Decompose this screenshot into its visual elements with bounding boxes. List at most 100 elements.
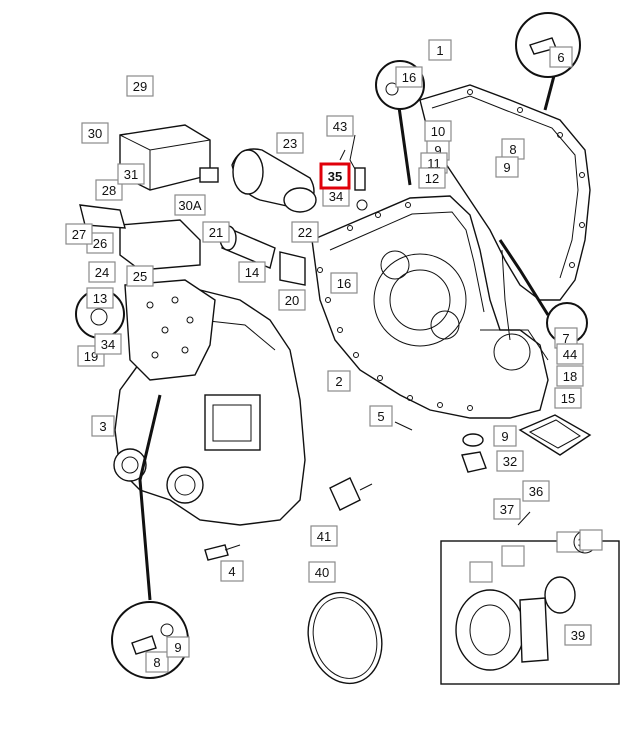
svg-text:36: 36: [529, 484, 543, 499]
valve-block: [124, 279, 216, 381]
svg-text:9: 9: [174, 640, 181, 655]
svg-text:31: 31: [124, 167, 138, 182]
label-15: 15: [554, 387, 582, 409]
svg-text:3: 3: [99, 419, 106, 434]
label-30a: 30A: [174, 194, 206, 216]
svg-text:4: 4: [228, 564, 235, 579]
svg-text:8: 8: [153, 655, 160, 670]
svg-text:10: 10: [431, 124, 445, 139]
label-40: 40: [308, 561, 336, 583]
filter: [231, 148, 317, 213]
callout-line-6: [543, 71, 557, 111]
label-28: 28: [95, 179, 123, 201]
svg-text:9: 9: [501, 429, 508, 444]
rear-housing: [419, 84, 591, 301]
part-labels: 1 2 3 4 5 6 7 8 8 9 9 9 9 10 11 12 13 14…: [65, 39, 603, 673]
label-37: 37: [493, 498, 521, 520]
svg-text:18: 18: [563, 369, 577, 384]
svg-text:39: 39: [571, 628, 585, 643]
svg-text:28: 28: [102, 183, 116, 198]
svg-text:16: 16: [337, 276, 351, 291]
label-44: 44: [556, 343, 584, 365]
svg-text:40: 40: [315, 565, 329, 580]
svg-text:24: 24: [95, 265, 109, 280]
svg-text:5: 5: [377, 409, 384, 424]
svg-text:15: 15: [561, 391, 575, 406]
label-34b: 34: [94, 333, 122, 355]
svg-text:23: 23: [283, 136, 297, 151]
svg-text:32: 32: [503, 454, 517, 469]
label-10: 10: [424, 120, 452, 142]
label-8a: 8: [501, 138, 525, 160]
label-41: 41: [310, 525, 338, 547]
label-16b: 16: [330, 272, 358, 294]
label-1: 1: [428, 39, 452, 61]
transmission-housing: [311, 195, 549, 419]
label-31: 31: [117, 163, 145, 185]
svg-text:35: 35: [328, 169, 342, 184]
label-13: 13: [86, 287, 114, 309]
o-ring: [307, 591, 383, 685]
label-14: 14: [238, 261, 266, 283]
svg-text:30A: 30A: [178, 198, 201, 213]
pipe: [339, 134, 511, 341]
svg-text:41: 41: [317, 529, 331, 544]
label-6: 6: [549, 46, 573, 68]
svg-text:16: 16: [402, 70, 416, 85]
label-22: 22: [291, 221, 319, 243]
label-3: 3: [91, 415, 115, 437]
svg-text:37: 37: [500, 502, 514, 517]
svg-text:6: 6: [557, 50, 564, 65]
svg-text:12: 12: [425, 171, 439, 186]
svg-text:9: 9: [434, 143, 441, 158]
svg-text:7: 7: [562, 331, 569, 346]
svg-text:20: 20: [285, 293, 299, 308]
label-25: 25: [126, 265, 154, 287]
svg-text:25: 25: [133, 269, 147, 284]
label-8b: 8: [145, 651, 169, 673]
svg-text:14: 14: [245, 265, 259, 280]
callout-line-16: [396, 99, 412, 186]
svg-text:34: 34: [329, 189, 343, 204]
label-36: 36: [522, 480, 550, 502]
svg-text:44: 44: [563, 347, 577, 362]
label-7: 7: [554, 327, 578, 349]
detail-box: [440, 511, 620, 685]
label-34a: 34: [322, 185, 350, 207]
label-9d: 9: [166, 636, 190, 658]
svg-text:8: 8: [509, 142, 516, 157]
sensor: [204, 421, 413, 561]
svg-text:27: 27: [72, 227, 86, 242]
svg-text:30: 30: [88, 126, 102, 141]
svg-text:21: 21: [209, 225, 223, 240]
label-9b: 9: [495, 156, 519, 178]
svg-text:26: 26: [93, 236, 107, 251]
svg-text:13: 13: [93, 291, 107, 306]
svg-text:34: 34: [101, 337, 115, 352]
label-29: 29: [126, 75, 154, 97]
label-21: 21: [202, 221, 230, 243]
label-30: 30: [81, 122, 109, 144]
label-20: 20: [278, 289, 306, 311]
svg-text:1: 1: [436, 43, 443, 58]
svg-text:11: 11: [427, 156, 441, 171]
svg-text:29: 29: [133, 79, 147, 94]
svg-text:2: 2: [335, 374, 342, 389]
svg-text:43: 43: [333, 119, 347, 134]
cover-plate: [461, 414, 592, 473]
label-2: 2: [327, 370, 351, 392]
label-27: 27: [65, 223, 93, 245]
label-43: 43: [326, 115, 354, 137]
label-32: 32: [496, 450, 524, 472]
label-39: 39: [564, 624, 592, 646]
label-35-highlighted: 35: [319, 162, 351, 190]
label-5: 5: [369, 405, 393, 427]
callout-line-8: [138, 394, 162, 601]
callout-line-7: [498, 239, 550, 316]
label-23: 23: [276, 132, 304, 154]
label-4: 4: [220, 560, 244, 582]
label-18: 18: [556, 365, 584, 387]
label-12: 12: [418, 167, 446, 189]
svg-text:22: 22: [298, 225, 312, 240]
